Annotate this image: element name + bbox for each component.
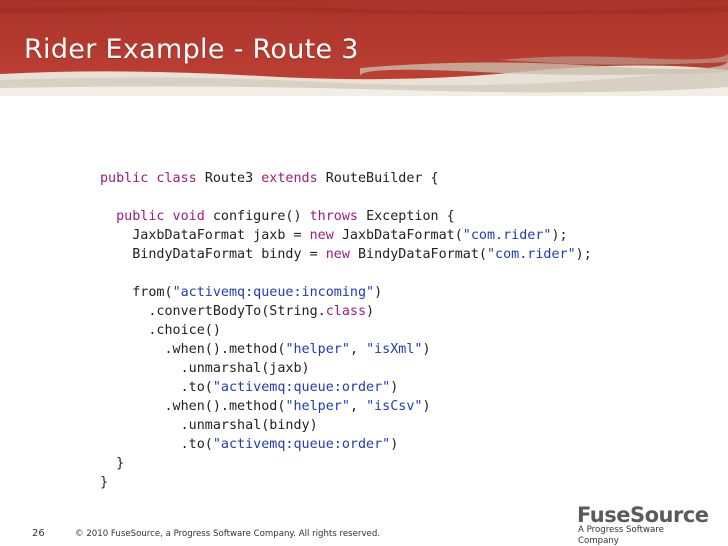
code-string: "helper" [285,399,350,414]
code-text: } [100,475,109,490]
code-text: ) [366,304,375,319]
code-string: "isCsv" [366,399,423,414]
code-keyword: new [309,228,342,243]
code-text: .when().method( [100,342,286,357]
code-text: ) [390,380,399,395]
code-text: , [349,342,367,357]
code-keyword: extends [261,171,326,186]
code-text: .unmarshal(jaxb) [100,361,310,376]
code-string: "activemq:queue:order" [212,380,391,395]
code-text: Route3 [204,171,262,186]
code-line: .unmarshal(jaxb) [100,359,592,378]
code-line: BindyDataFormat bindy = new BindyDataFor… [100,245,592,264]
header-texture [0,0,728,96]
slide-title: Rider Example - Route 3 [24,34,359,65]
slide-header-banner: Rider Example - Route 3 [0,0,728,96]
logo-tagline: A Progress Software Company [578,525,664,546]
code-text: .choice() [100,323,221,338]
code-text: JaxbDataFormat jaxb = [100,228,310,243]
code-text: ); [551,228,568,243]
code-line [100,150,592,169]
code-block: public class Route3 extends RouteBuilder… [100,150,592,492]
code-text: .when().method( [100,399,286,414]
code-text: ) [390,437,399,452]
page-number: 26 [32,528,45,539]
code-text: .convertBodyTo(String. [100,304,326,319]
code-line [100,264,592,283]
logo-wordmark: FuseSource [577,503,709,527]
code-keyword: throws [309,209,367,224]
code-text: ) [422,342,431,357]
code-text: .to( [100,437,213,452]
code-text: BindyDataFormat( [357,247,487,262]
code-line: from("activemq:queue:incoming") [100,283,592,302]
code-text: ) [374,285,383,300]
code-string: "com.rider" [486,247,576,262]
code-line: .when().method("helper", "isXml") [100,340,592,359]
code-line: JaxbDataFormat jaxb = new JaxbDataFormat… [100,226,592,245]
code-line: public void configure() throws Exception… [100,207,592,226]
code-text [100,209,116,224]
code-line: } [100,454,592,473]
code-line: .to("activemq:queue:order") [100,435,592,454]
code-keyword: new [325,247,358,262]
code-string: "activemq:queue:order" [212,437,391,452]
code-line: .convertBodyTo(String.class) [100,302,592,321]
code-string: "com.rider" [462,228,552,243]
code-text: RouteBuilder { [325,171,439,186]
code-text: .to( [100,380,213,395]
code-line: public class Route3 extends RouteBuilder… [100,169,592,188]
copyright-text: © 2010 FuseSource, a Progress Software C… [75,529,381,539]
code-text: ); [575,247,592,262]
code-text: from( [100,285,173,300]
code-text: .unmarshal(bindy) [100,418,318,433]
code-text: configure() [212,209,310,224]
code-line: .unmarshal(bindy) [100,416,592,435]
code-line: } [100,473,592,492]
code-text: Exception { [366,209,455,224]
code-line: .to("activemq:queue:order") [100,378,592,397]
code-text: BindyDataFormat bindy = [100,247,326,262]
code-string: "isXml" [366,342,423,357]
code-keyword: public void [116,209,213,224]
code-string: "activemq:queue:incoming" [172,285,375,300]
code-string: "helper" [285,342,350,357]
code-line [100,188,592,207]
code-text: JaxbDataFormat( [341,228,463,243]
code-line: .when().method("helper", "isCsv") [100,397,592,416]
code-text: , [349,399,367,414]
code-text: ) [422,399,431,414]
code-keyword: public class [100,171,205,186]
code-line: .choice() [100,321,592,340]
code-text: } [100,456,125,471]
code-keyword: class [325,304,367,319]
fusesource-logo: FuseSource A Progress Software Company [577,503,717,546]
